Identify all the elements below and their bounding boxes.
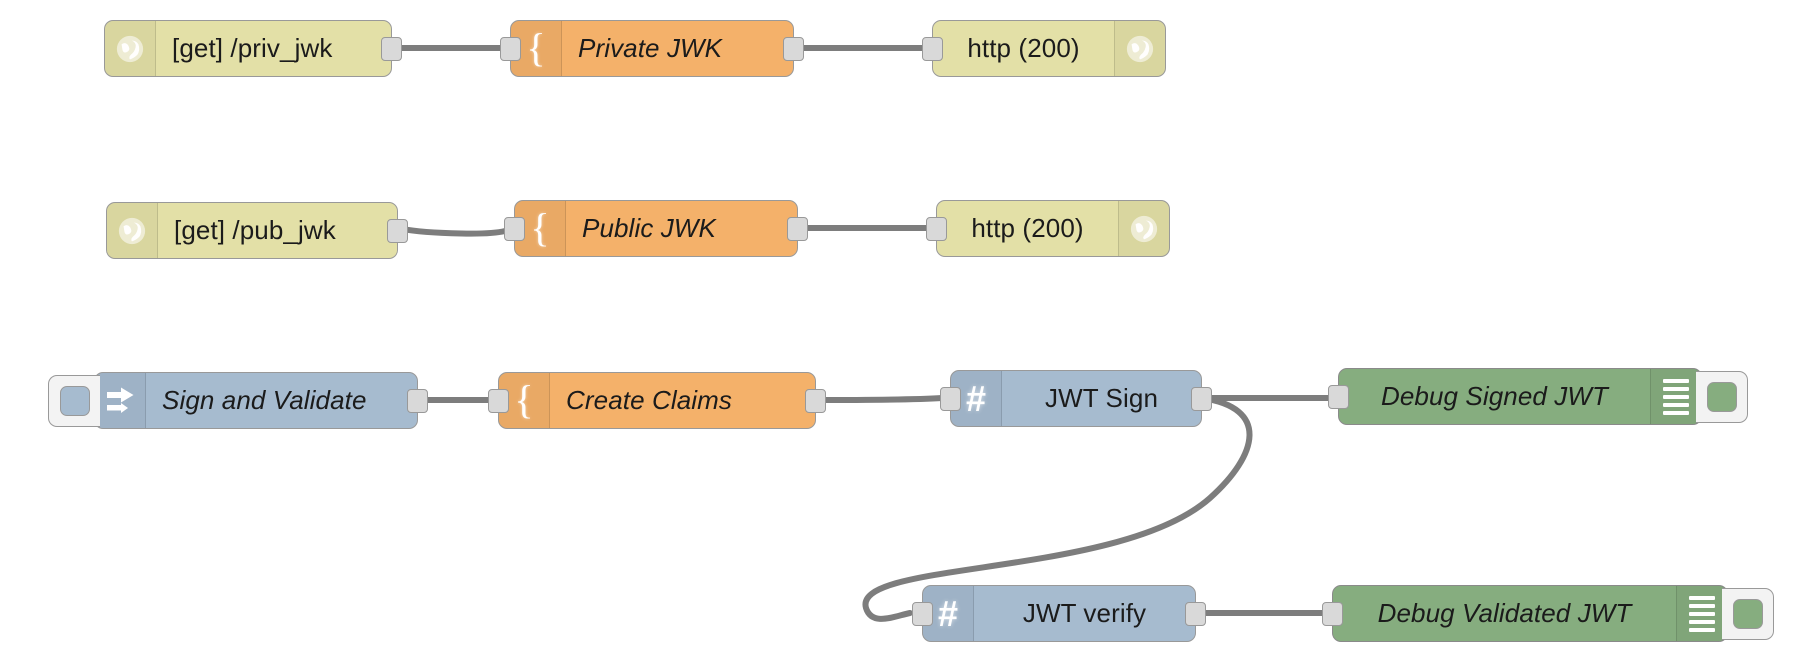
wire-httpin-pub-to-function (395, 225, 508, 237)
node-label: JWT Sign (1044, 383, 1158, 413)
node-label: Create Claims (566, 385, 733, 415)
node-label: http (200) (971, 213, 1084, 243)
input-port[interactable] (926, 216, 947, 241)
node-label: [get] /pub_jwk (174, 215, 336, 245)
input-port[interactable] (488, 388, 509, 413)
debug-lines-icon (1650, 369, 1701, 424)
debug-knob-icon (1706, 381, 1737, 412)
node-function-public-jwk[interactable]: { Public JWK (504, 200, 808, 257)
node-label: [get] /priv_jwk (172, 33, 333, 63)
node-label: http (200) (967, 33, 1080, 63)
globe-icon (107, 203, 158, 258)
output-port[interactable] (1191, 386, 1212, 411)
node-inject-sign-and-validate[interactable]: Sign and Validate (48, 372, 428, 429)
output-port[interactable] (387, 218, 408, 243)
node-http-response-pub[interactable]: http (200) (926, 200, 1170, 257)
node-label: Public JWK (582, 213, 716, 243)
node-http-response-priv[interactable]: http (200) (922, 20, 1166, 77)
node-jwt-verify[interactable]: # JWT verify (912, 585, 1206, 642)
inject-trigger-button[interactable] (48, 374, 100, 427)
node-label: Sign and Validate (162, 385, 367, 415)
output-port[interactable] (381, 36, 402, 61)
debug-toggle-button[interactable] (1696, 370, 1748, 423)
debug-lines-icon (1676, 586, 1727, 641)
input-port[interactable] (1322, 601, 1343, 626)
globe-icon (1118, 201, 1169, 256)
inject-arrow-icon (95, 373, 146, 428)
output-port[interactable] (1185, 601, 1206, 626)
node-function-private-jwk[interactable]: { Private JWK (500, 20, 804, 77)
brace-icon: { (511, 21, 562, 76)
output-port[interactable] (787, 216, 808, 241)
debug-knob-icon (1732, 598, 1763, 629)
output-port[interactable] (783, 36, 804, 61)
input-port[interactable] (500, 36, 521, 61)
node-label: Debug Signed JWT (1380, 381, 1609, 411)
inject-knob-icon (59, 385, 90, 416)
input-port[interactable] (1328, 384, 1349, 409)
node-http-in-priv-jwk[interactable]: [get] /priv_jwk (104, 20, 402, 77)
node-jwt-sign[interactable]: # JWT Sign (940, 370, 1212, 427)
node-debug-validated-jwt[interactable]: Debug Validated JWT (1322, 585, 1774, 642)
input-port[interactable] (922, 36, 943, 61)
output-port[interactable] (407, 388, 428, 413)
node-function-create-claims[interactable]: { Create Claims (488, 372, 826, 429)
wire-create-claims-to-jwt-sign (813, 395, 945, 403)
debug-toggle-button[interactable] (1722, 587, 1774, 640)
node-label: Debug Validated JWT (1377, 598, 1632, 628)
output-port[interactable] (805, 388, 826, 413)
input-port[interactable] (504, 216, 525, 241)
input-port[interactable] (912, 601, 933, 626)
globe-icon (105, 21, 156, 76)
node-debug-signed-jwt[interactable]: Debug Signed JWT (1328, 368, 1748, 425)
node-label: JWT verify (1022, 598, 1147, 628)
input-port[interactable] (940, 386, 961, 411)
node-http-in-pub-jwk[interactable]: [get] /pub_jwk (106, 202, 408, 259)
globe-icon (1114, 21, 1165, 76)
node-label: Private JWK (578, 33, 723, 63)
